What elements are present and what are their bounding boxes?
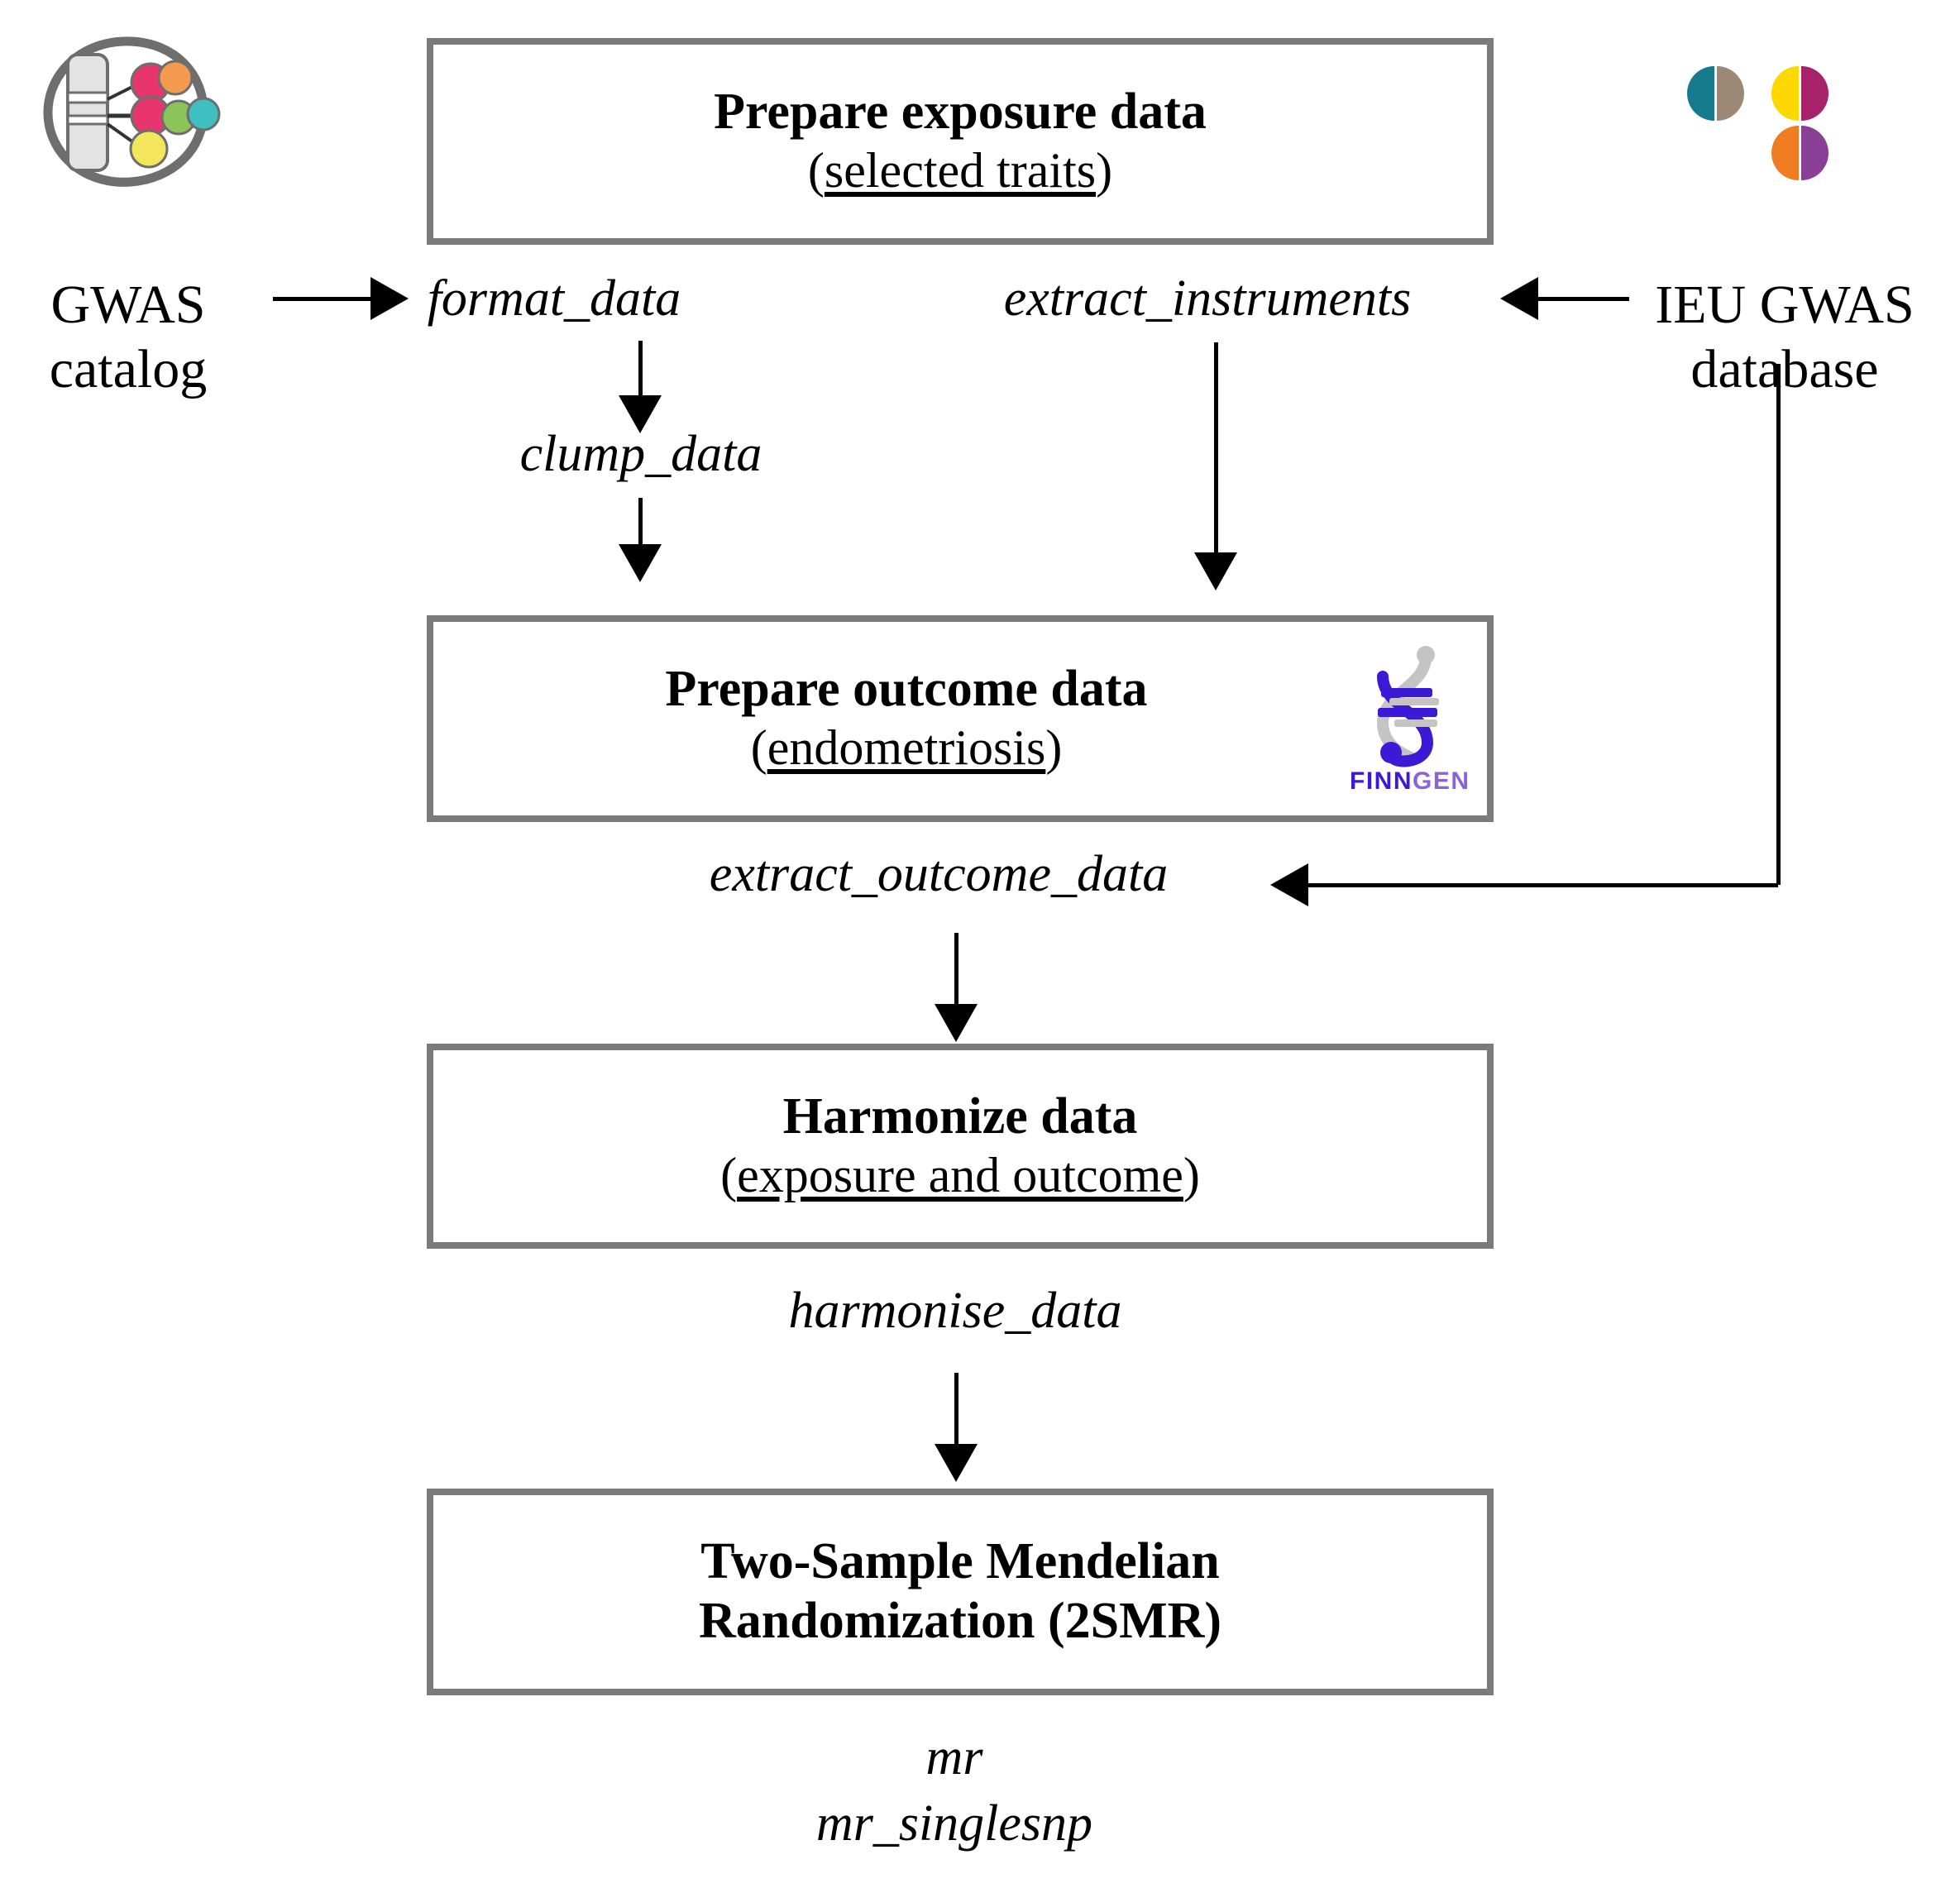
gwas-catalog-label-line1: GWAS	[50, 275, 206, 335]
arrow-harmonise-to-mr-head-icon	[935, 1444, 978, 1482]
arrow-gwas-catalog-shaft	[273, 297, 372, 301]
arrow-format-to-clump-shaft	[638, 341, 643, 399]
subtitle-paren-close: )	[1096, 143, 1113, 198]
ieu-logo-half-orange	[1771, 126, 1799, 180]
subtitle-text: endometriosis	[767, 720, 1046, 776]
subtitle-paren-open: (	[720, 1148, 738, 1203]
fn-label-format-data: format_data	[427, 270, 681, 327]
arrow-extract-instruments-head-icon	[1194, 552, 1237, 590]
arrow-ieu-to-extract-outcome-horizontal	[1307, 883, 1778, 887]
arrow-ieu-to-extract-outcome-head-icon	[1270, 863, 1308, 906]
subtitle-paren-close: )	[1045, 720, 1063, 776]
gwas-catalog-logo	[33, 33, 223, 190]
ieu-logo-half-purple	[1801, 126, 1829, 180]
arrow-gwas-catalog-head-icon	[370, 277, 409, 320]
box-harmonize-data[interactable]: Harmonize data (exposure and outcome)	[427, 1044, 1494, 1249]
fn-label-mr-singlesnp: mr_singlesnp	[815, 1795, 1093, 1852]
box-harmonize-data-title: Harmonize data	[782, 1088, 1138, 1145]
ieu-logo-half-teal	[1687, 66, 1714, 121]
arrow-clump-to-outcome-head-icon	[619, 544, 662, 582]
arrow-ieu-to-extract-instruments-head-icon	[1500, 277, 1538, 320]
arrow-extract-outcome-to-harmonize-head-icon	[935, 1004, 978, 1042]
arrow-ieu-to-extract-outcome-vertical	[1776, 364, 1781, 885]
ieu-gwas-database-label: IEU GWAS database	[1628, 273, 1942, 402]
subtitle-paren-close: )	[1183, 1148, 1200, 1203]
arrow-clump-to-outcome-shaft	[638, 498, 643, 547]
subtitle-text: selected traits	[824, 143, 1097, 198]
arrow-harmonise-to-mr-shaft	[954, 1373, 958, 1447]
fn-label-extract-outcome-data: extract_outcome_data	[709, 846, 1169, 902]
arrow-format-to-clump-head-icon	[619, 395, 662, 433]
box-prepare-exposure-data-title: Prepare exposure data	[714, 84, 1207, 141]
box-harmonize-data-subtitle: (exposure and outcome)	[720, 1147, 1200, 1205]
arrow-ieu-to-extract-instruments-shaft	[1538, 297, 1629, 301]
finngen-wordmark: FINNGEN	[1350, 767, 1470, 796]
finngen-word-light: GEN	[1413, 767, 1470, 795]
ieu-logo-half-yellow	[1771, 66, 1799, 121]
subtitle-paren-open: (	[750, 720, 767, 776]
box-two-sample-mr-title-line1: Two-Sample Mendelian	[700, 1533, 1220, 1590]
fn-label-mr: mr	[925, 1729, 983, 1785]
box-two-sample-mr[interactable]: Two-Sample Mendelian Randomization (2SMR…	[427, 1489, 1494, 1695]
finngen-word-dark: FINN	[1350, 767, 1413, 795]
gwas-catalog-label: GWAS catalog	[8, 273, 248, 402]
arrow-extract-outcome-to-harmonize-shaft	[954, 933, 958, 1007]
gwas-catalog-label-line2: catalog	[49, 338, 208, 399]
ieu-logo-half-magenta	[1801, 66, 1829, 121]
fn-label-harmonise-data: harmonise_data	[788, 1283, 1122, 1339]
ieu-gwas-database-logo	[1687, 66, 1869, 190]
box-two-sample-mr-title-line2: Randomization (2SMR)	[698, 1593, 1222, 1649]
ieu-gwas-label-line1: IEU GWAS	[1655, 275, 1915, 335]
subtitle-paren-open: (	[807, 143, 825, 198]
ieu-logo-half-taupe	[1717, 66, 1744, 121]
box-prepare-exposure-data[interactable]: Prepare exposure data (selected traits)	[427, 38, 1494, 245]
subtitle-text: exposure and outcome	[737, 1148, 1183, 1203]
ieu-gwas-label-line2: database	[1690, 338, 1879, 399]
box-prepare-outcome-data[interactable]: Prepare outcome data (endometriosis) FIN…	[427, 615, 1494, 822]
arrow-extract-instruments-shaft	[1214, 342, 1218, 557]
box-prepare-outcome-data-title: Prepare outcome data	[665, 661, 1148, 718]
finngen-logo: FINNGEN	[1343, 643, 1470, 801]
fn-label-clump-data: clump_data	[519, 426, 762, 482]
box-prepare-exposure-data-subtitle: (selected traits)	[808, 142, 1112, 200]
fn-label-extract-instruments: extract_instruments	[1003, 270, 1412, 327]
box-prepare-outcome-data-subtitle: (endometriosis)	[751, 719, 1063, 777]
